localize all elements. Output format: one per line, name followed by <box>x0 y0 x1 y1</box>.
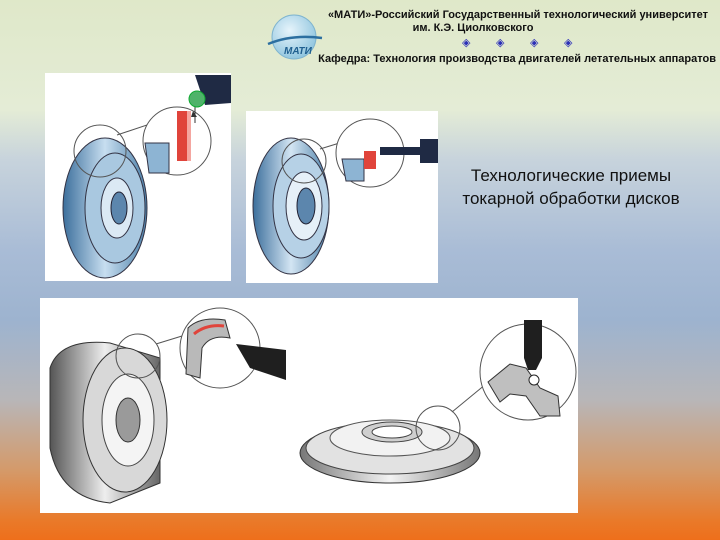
disk-grooving-drawing <box>252 118 438 275</box>
disk-facing-drawing <box>62 75 231 279</box>
svg-text:МАТИ: МАТИ <box>284 46 313 57</box>
slide-title-line2: токарной обработки дисков <box>462 189 680 208</box>
diamond-icon: ◈ <box>530 37 539 49</box>
slide-header: МАТИ «МАТИ»-Российский Государственный т… <box>0 0 720 72</box>
diamond-icon: ◈ <box>462 37 471 49</box>
university-name: «МАТИ»-Российский Государственный технол… <box>327 9 709 21</box>
department-name: Кафедра: Технология производства двигате… <box>318 53 716 65</box>
illustration-facing-disk <box>45 73 231 281</box>
diamond-icon: ◈ <box>496 37 505 49</box>
illustration-grooving-disk <box>246 111 438 283</box>
slide-title: Технологические приемы токарной обработк… <box>440 164 702 210</box>
illustration-profile-turning <box>40 298 578 513</box>
university-named-after: им. К.Э. Циолковского <box>412 22 534 34</box>
mati-logo: МАТИ <box>267 14 323 60</box>
slide-title-line1: Технологические приемы <box>470 166 672 185</box>
diamond-icon: ◈ <box>564 37 573 49</box>
separator-diamonds: ◈ ◈ ◈ ◈ <box>458 36 578 50</box>
disk-profile-drawing <box>49 307 577 504</box>
